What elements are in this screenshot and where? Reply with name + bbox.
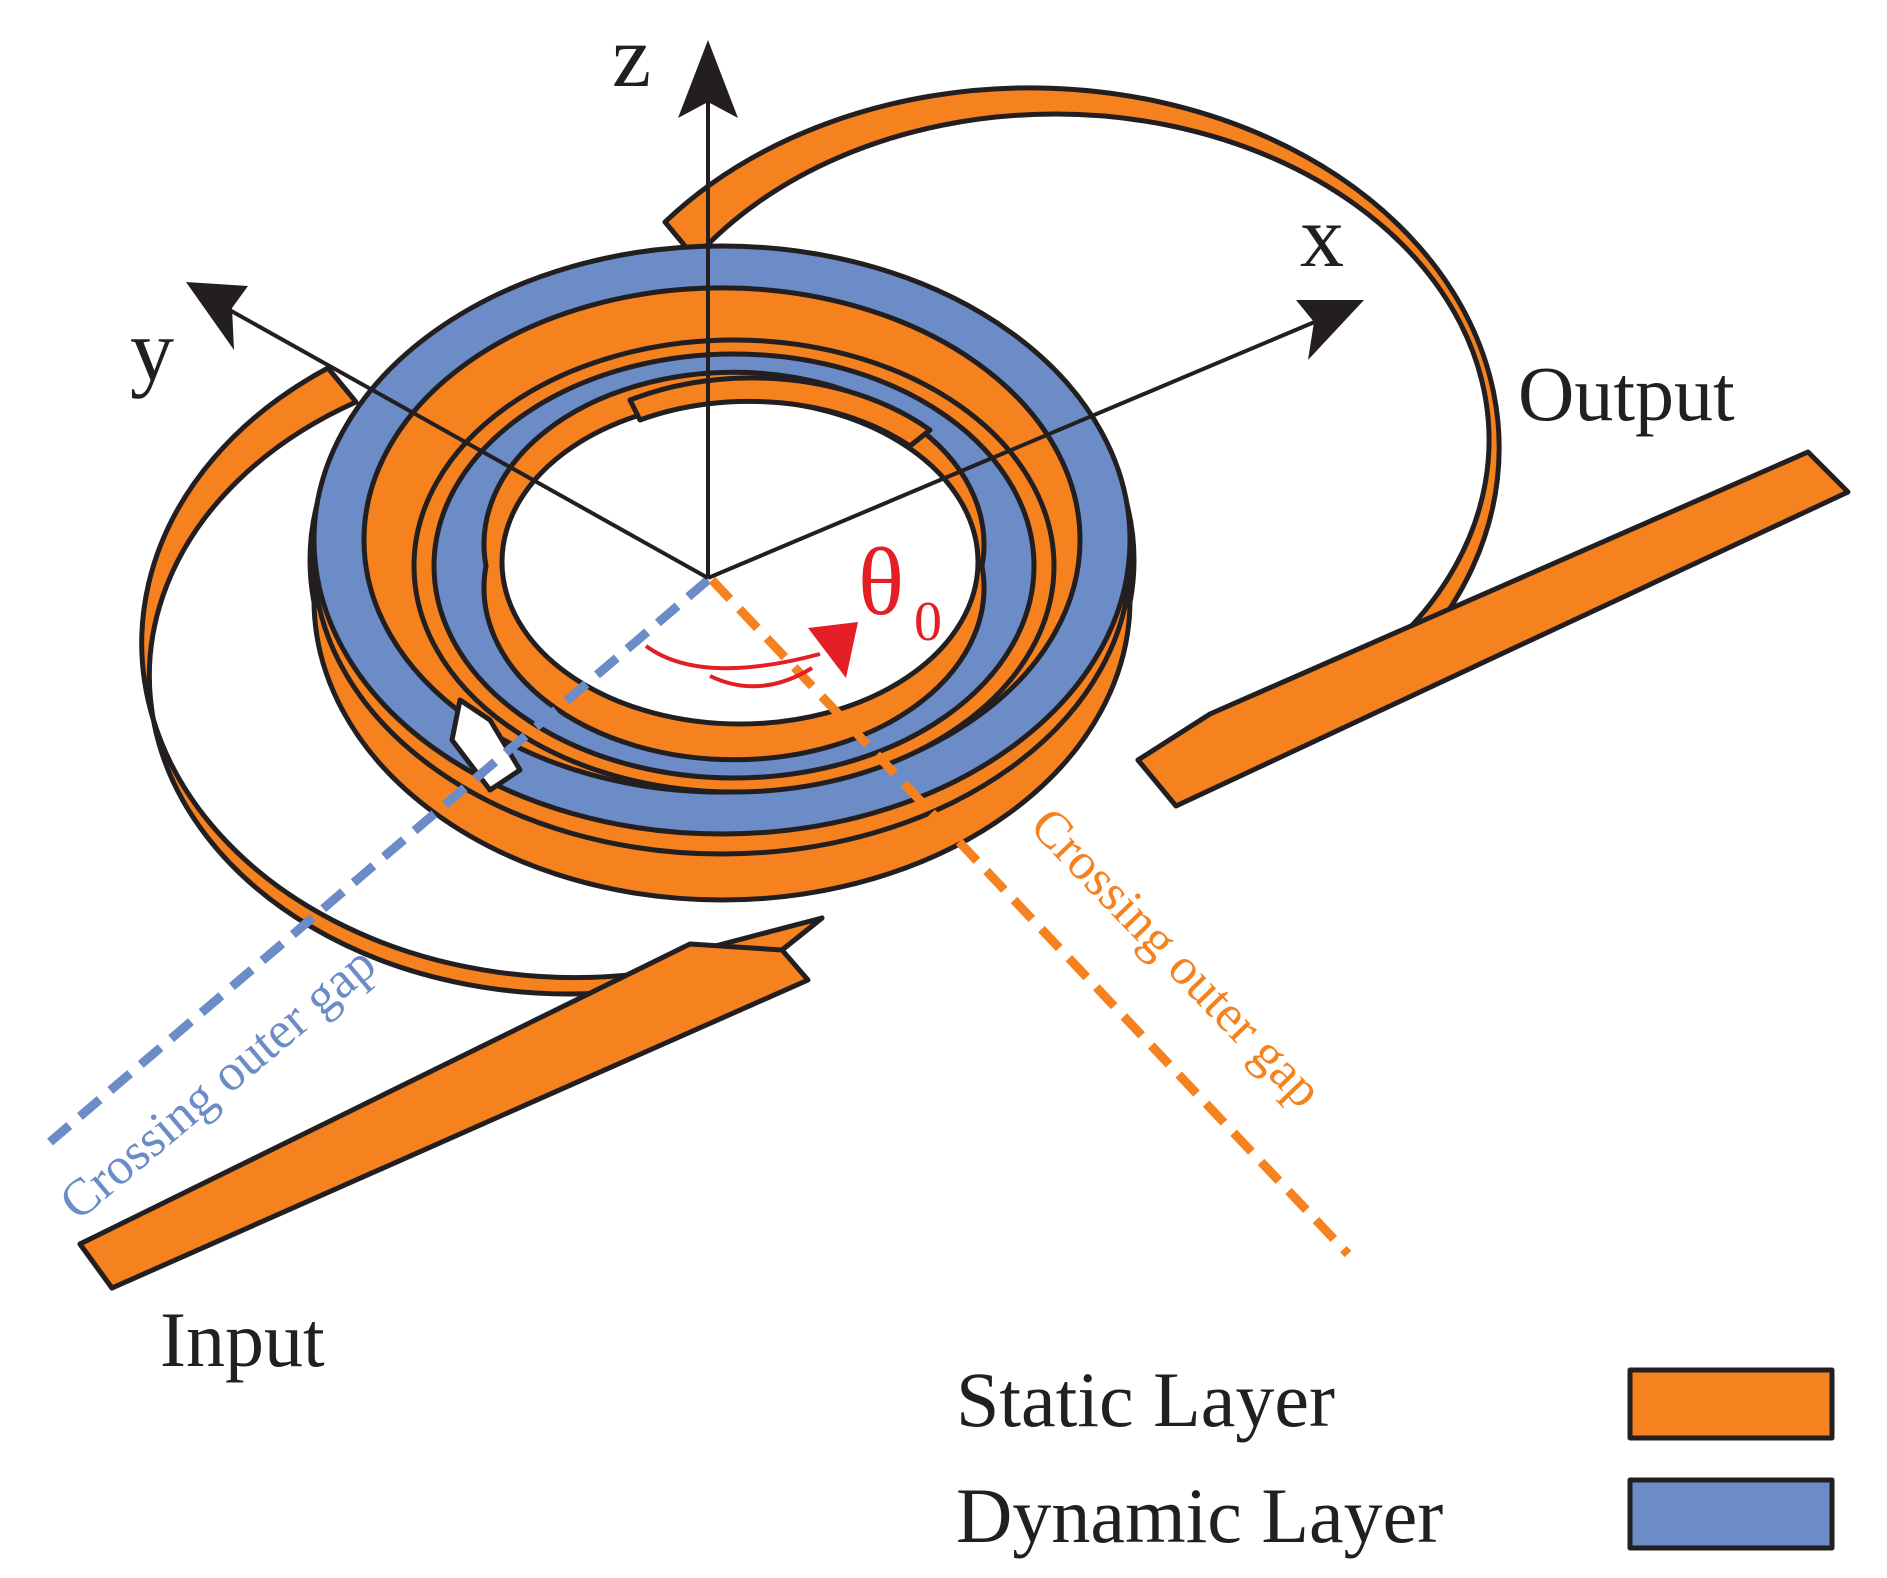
y-arrow-head [186, 282, 248, 350]
x-axis [707, 316, 1325, 580]
orange-gap-label: Crossing outer gap [1019, 797, 1333, 1119]
theta-symbol: θ [858, 528, 904, 635]
static-output-line [1135, 449, 1851, 809]
y-axis-label: y [130, 303, 174, 400]
legend-static-swatch [1627, 1367, 1835, 1441]
orange-gap-dashed-line [708, 576, 1352, 1258]
input-label: Input [160, 1296, 325, 1383]
legend: Static Layer Dynamic Layer [956, 1356, 1835, 1559]
gap-lines [47, 576, 1352, 1258]
rotation-arrow-head [808, 622, 858, 678]
outer-ring-gap [449, 697, 523, 793]
output-label: Output [1518, 350, 1735, 437]
static-outer-spiral [77, 85, 1851, 1291]
blue-gap-dashed-line [47, 576, 711, 1146]
z-arrow-head [678, 40, 738, 118]
z-axis-label: z [612, 9, 651, 106]
x-arrow-head [1296, 300, 1364, 360]
y-axis [225, 306, 709, 580]
rotation-angle [644, 622, 858, 689]
legend-dynamic-label: Dynamic Layer [956, 1472, 1443, 1559]
static-inner-arc [627, 375, 933, 449]
legend-dynamic-swatch [1627, 1477, 1835, 1551]
coordinate-axes [186, 40, 1364, 580]
x-axis-label: x [1300, 189, 1344, 286]
theta-subscript: 0 [914, 591, 942, 653]
legend-static-label: Static Layer [956, 1356, 1335, 1443]
center-opening [499, 397, 981, 727]
static-outer-sidewall [311, 557, 1133, 903]
static-input-line [77, 941, 811, 1291]
rotation-arc-outer [644, 644, 821, 671]
rotation-arc-inner [709, 666, 814, 689]
